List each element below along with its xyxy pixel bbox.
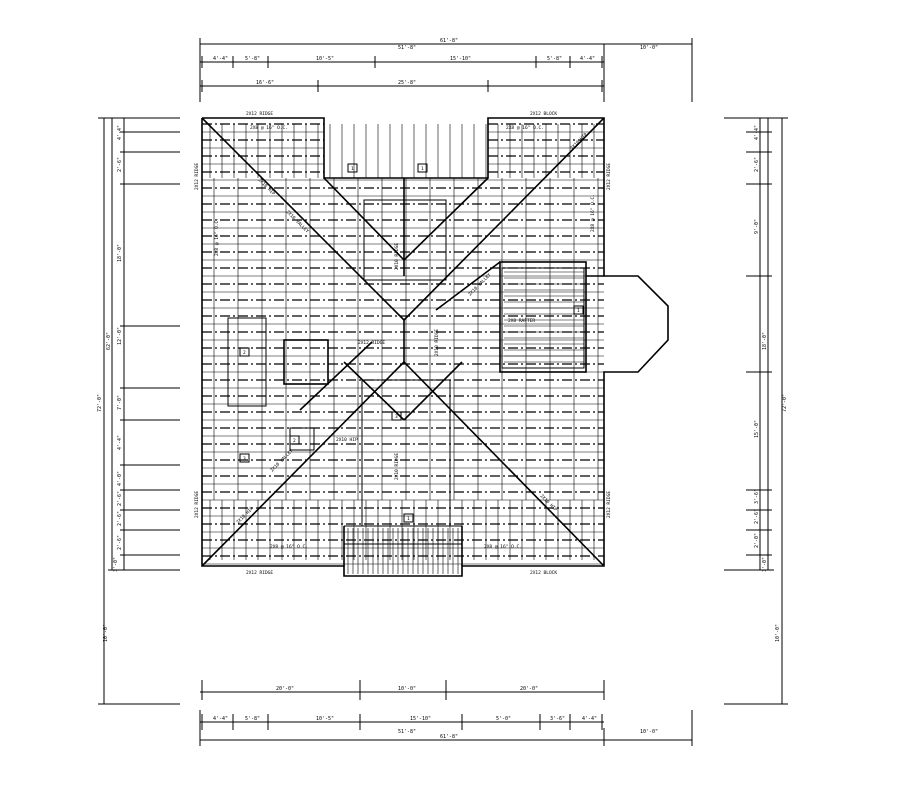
dim-right-in-10: 10'-0" — [775, 624, 781, 642]
dim-bot2-4: 15'-10" — [410, 716, 431, 722]
label-corner-tl: 2X12 RIDGE — [246, 111, 273, 117]
label-rafter-top-r: 2X8 @ 16" O.C. — [506, 125, 544, 131]
tag-4: 2 — [243, 350, 246, 356]
dim-bot3-main: 51'-8" — [398, 729, 416, 735]
tag-5: 3 — [243, 456, 246, 462]
tag-8: 2 — [293, 438, 296, 444]
label-rafter-top-l: 2X8 @ 16" O.C. — [250, 125, 288, 131]
dim-right-in-4: 18'-0" — [762, 332, 768, 350]
dim-left-in-5: 7'-0" — [117, 395, 123, 410]
dim-left-in-12: 10'-0" — [103, 624, 109, 642]
dim-right-in-8: 2'-0" — [754, 533, 760, 548]
dim-left-in-8: 2'-6" — [117, 491, 123, 506]
dim-top-main: 51'-8" — [398, 45, 416, 51]
label-hip-2: 2X10 HIP — [569, 132, 589, 152]
label-side-r-bot: 2X12 RIDGE — [606, 491, 612, 518]
label-corner-br: 2X12 BLOCK — [530, 570, 557, 576]
left-dimensions: 72'-0" 62'-0" 4'-4" 2'-6" 18'-0" 12'-0" … — [97, 117, 180, 705]
dim-top-right: 10'-0" — [640, 45, 658, 51]
dim-left-in-9: 2'-6" — [117, 511, 123, 526]
label-rafter-left: 2X8 @ 16" O.C. — [214, 218, 220, 256]
framing-labels: 2X12 RIDGE 2X12 BLOCK 2X12 RIDGE 2X12 BL… — [194, 111, 612, 576]
dim-left-in-7: 4'-0" — [117, 471, 123, 486]
dim-bot2-5: 5'-0" — [496, 716, 511, 722]
dim-top-row3-b: 25'-8" — [398, 80, 416, 86]
dim-right-in-3: 9'-0" — [754, 219, 760, 234]
dim-bot3-total: 61'-8" — [440, 734, 458, 740]
tag-6: 1 — [407, 516, 410, 522]
dim-bot2-2: 5'-8" — [245, 716, 260, 722]
dim-left-in-2: 2'-6" — [117, 157, 123, 172]
dim-top-seg6: 4'-4" — [580, 56, 595, 62]
label-center-5: 2X10 HIP — [336, 437, 358, 443]
dim-bot2-6: 3'-6" — [550, 716, 565, 722]
dim-right-in-7: 2'-6" — [754, 509, 760, 524]
dim-right-in-6: 3'-6" — [754, 489, 760, 504]
dim-top-seg1: 4'-4" — [213, 56, 228, 62]
dim-left-in-6: 4'-4" — [117, 435, 123, 450]
dim-top-seg5: 5'-8" — [547, 56, 562, 62]
dim-left-in-1: 4'-4" — [117, 125, 123, 140]
tag-1: 1 — [351, 166, 354, 172]
rafter-lines — [202, 123, 604, 574]
dim-right-outer: 72'-0" — [782, 394, 788, 412]
detail-tags: 1 1 1 2 3 1 3 2 — [239, 163, 584, 523]
dim-top-row3-a: 16'-6" — [256, 80, 274, 86]
dim-bot2-7: 4'-4" — [582, 716, 597, 722]
label-side-l-bot: 2X12 RIDGE — [194, 491, 200, 518]
label-side-r-top: 2X12 RIDGE — [606, 163, 612, 190]
dim-top-seg3: 10'-5" — [316, 56, 334, 62]
dim-top-seg4: 15'-10" — [450, 56, 471, 62]
dim-left-outer-b: 62'-0" — [106, 332, 112, 350]
dim-bot-a: 20'-0" — [276, 686, 294, 692]
label-rafter-right: 2X8 @ 16" O.C. — [590, 194, 596, 232]
dim-left-in-3: 18'-0" — [117, 244, 123, 262]
dim-right-in-5: 15'-0" — [754, 420, 760, 438]
dim-left-in-4: 12'-0" — [117, 327, 123, 345]
label-side-l-top: 2X12 RIDGE — [194, 163, 200, 190]
label-corner-bl: 2X12 RIDGE — [246, 570, 273, 576]
label-rafter-bot-r: 2X8 @ 16" O.C. — [484, 544, 522, 550]
dim-bot2-1: 4'-4" — [213, 716, 228, 722]
dim-bot-b: 10'-0" — [398, 686, 416, 692]
label-center-2: 2X10 RIDGE — [394, 243, 400, 270]
dim-right-in-2: 2'-6" — [754, 157, 760, 172]
label-corner-tr: 2X12 BLOCK — [530, 111, 557, 117]
bottom-dimensions: 20'-0" 10'-0" 20'-0" 4'-4" 5'-8" 10'-5" … — [199, 680, 693, 746]
label-center-4: 2X10 RIDGE — [394, 453, 400, 480]
dim-left-outer-a: 72'-0" — [97, 394, 103, 412]
label-center-3: 2X10 RIDGE — [434, 329, 440, 356]
tag-7: 3 — [395, 414, 398, 420]
dim-right-in-9: 3'-0" — [762, 557, 768, 572]
dim-left-in-10: 2'-6" — [117, 535, 123, 550]
dim-top-seg2: 5'-8" — [245, 56, 260, 62]
tag-3: 1 — [577, 308, 580, 314]
dim-top-total: 61'-8" — [440, 38, 458, 44]
label-bay: 2X8 RAFTER — [508, 318, 535, 324]
right-dimensions: 72'-0" 4'-4" 2'-6" 9'-0" 18'-0" 15'-0" 3… — [724, 117, 788, 705]
dim-bot3-right: 10'-0" — [640, 729, 658, 735]
dim-right-in-1: 4'-4" — [754, 125, 760, 140]
label-center-1: 2X12 RIDGE — [358, 340, 385, 346]
tag-2: 1 — [421, 166, 424, 172]
dim-bot-c: 20'-0" — [520, 686, 538, 692]
top-dimensions: 61'-8" 51'-8" 10'-0" 4'-4" 5'-8" 10'-5" … — [199, 38, 693, 102]
inner-framing — [227, 199, 587, 566]
label-rafter-bot-l: 2X8 @ 16" O.C. — [270, 544, 308, 550]
dim-left-in-11: 3'-0" — [113, 557, 119, 572]
dim-bot2-3: 10'-5" — [316, 716, 334, 722]
